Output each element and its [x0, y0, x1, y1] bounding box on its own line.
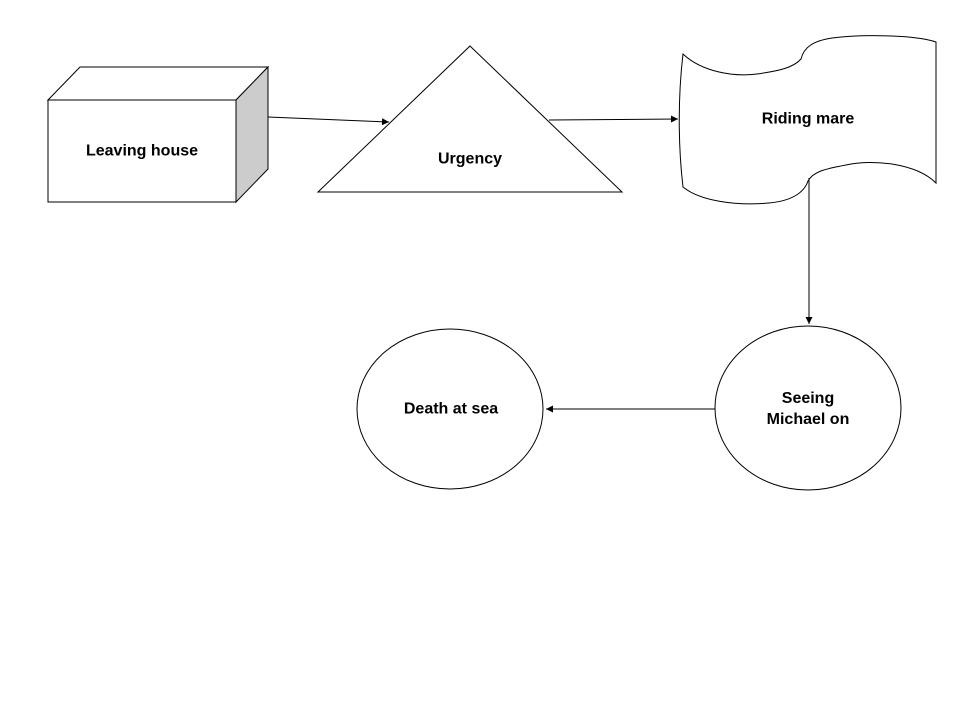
connector-urgency-to-riding[interactable]	[548, 115, 679, 123]
node-circle-death-at-sea[interactable]	[356, 328, 544, 490]
connector-leaving-to-urgency[interactable]	[267, 116, 390, 126]
cube-top-face	[46, 66, 270, 101]
node-circle-seeing-michael[interactable]	[714, 325, 902, 491]
node-wave-riding-mare[interactable]	[678, 35, 937, 205]
cube-front-face	[47, 99, 237, 203]
node-cube-leaving-house[interactable]	[46, 65, 270, 204]
node-triangle-urgency[interactable]	[316, 45, 624, 193]
